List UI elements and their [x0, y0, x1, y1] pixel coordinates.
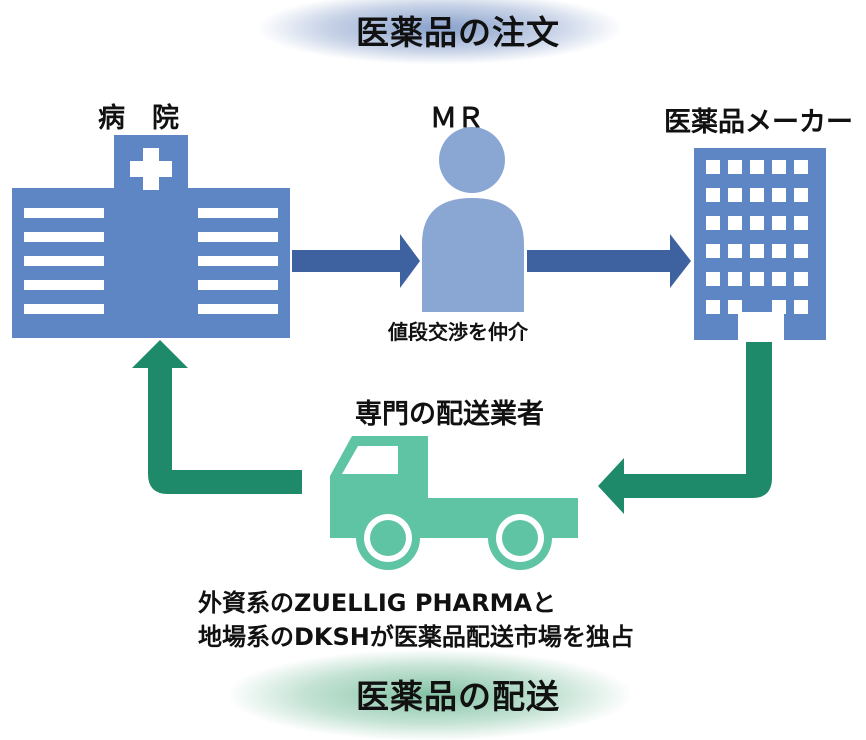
mr-caption: 値段交渉を仲介	[388, 320, 528, 344]
arrow-mr-to-maker	[527, 234, 691, 288]
mr-label: ＭＲ	[430, 103, 484, 134]
delivery-flow-title: 医薬品の配送	[356, 677, 560, 716]
flow-diagram	[12, 127, 826, 570]
arrow-hospital-to-mr	[292, 234, 420, 288]
delivery-truck-icon	[330, 436, 578, 570]
person-icon	[422, 127, 524, 312]
distributor-label: 専門の配送業者	[355, 399, 544, 430]
title-top-glow	[260, 0, 620, 64]
distributor-description-line1: 外資系のZUELLIG PHARMAと	[198, 589, 557, 617]
order-flow-title: 医薬品の注文	[356, 13, 560, 52]
maker-label: 医薬品メーカー	[664, 107, 853, 138]
hospital-label: 病 院	[98, 103, 179, 134]
distributor-description-line2: 地場系のDKSHが医薬品配送市場を独占	[198, 623, 634, 651]
office-building-icon	[694, 148, 826, 340]
hospital-building-icon	[12, 135, 290, 338]
arrow-distributor-to-hospital	[132, 340, 302, 494]
arrow-maker-to-distributor	[598, 342, 772, 514]
